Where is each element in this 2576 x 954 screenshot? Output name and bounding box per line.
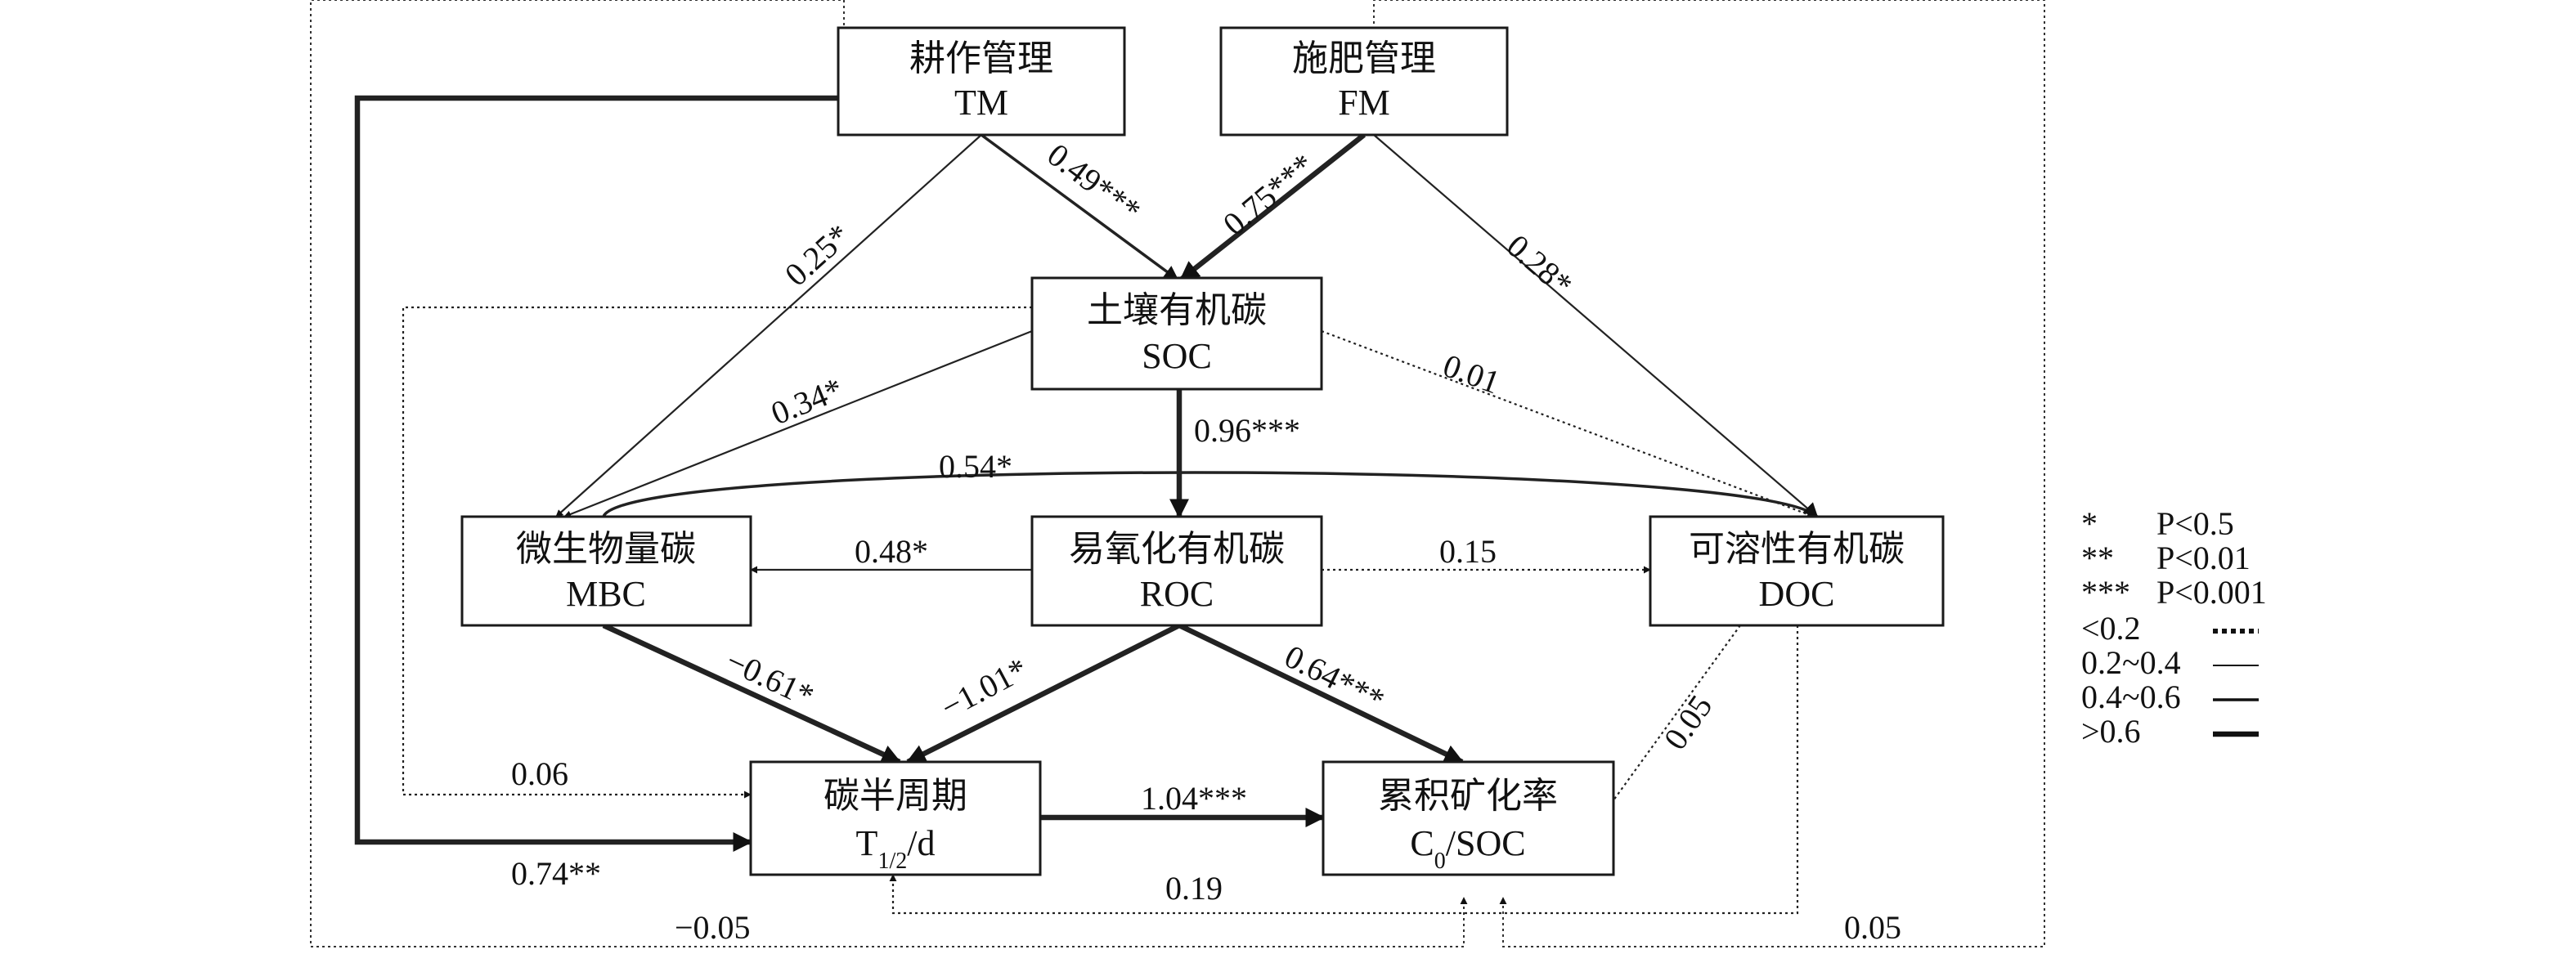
node-roc-cn: 易氧化有机碳	[1069, 529, 1285, 569]
legend-sig-3-stars: ***	[2081, 574, 2130, 611]
path-soc-half	[402, 306, 1032, 799]
path-doc-half	[889, 625, 1799, 915]
coef-tm-soc: 0.49***	[1041, 136, 1148, 229]
coef-roc-doc: 0.15	[1439, 533, 1497, 570]
node-roc: 易氧化有机碳 ROC	[1030, 515, 1323, 627]
path-tm-half	[354, 95, 838, 852]
path-tm-cum-loop	[310, 0, 1468, 947]
path-soc-mbc	[563, 329, 1033, 518]
node-cum-cn: 累积矿化率	[1378, 776, 1558, 816]
coef-soc-roc: 0.96***	[1194, 412, 1300, 449]
legend-width-4-label: >0.6	[2081, 713, 2141, 750]
node-fm-en: FM	[1338, 83, 1390, 123]
node-tm: 耕作管理 TM	[837, 26, 1126, 137]
coef-fm-cum: 0.05	[1844, 909, 1901, 946]
coef-tm-cum: −0.05	[675, 909, 751, 946]
path-tm-mbc	[555, 134, 982, 517]
node-mbc: 微生物量碳 MBC	[460, 515, 752, 627]
node-half-period: 碳半周期 T1/2/d	[749, 760, 1042, 876]
path-fm-doc	[1373, 134, 1818, 517]
coef-half-cum: 1.04***	[1141, 780, 1247, 817]
coef-soc-doc: 0.01	[1438, 347, 1505, 401]
node-half-en: T1/2/d	[856, 823, 936, 874]
coef-doc-cum: 0.05	[1657, 688, 1720, 756]
coef-fm-soc: 0.75***	[1216, 146, 1322, 243]
node-roc-en: ROC	[1140, 574, 1214, 614]
node-half-cn: 碳半周期	[824, 776, 967, 816]
path-doc-cum	[1606, 625, 1741, 810]
node-doc-cn: 可溶性有机碳	[1689, 529, 1905, 569]
coef-roc-half: −1.01*	[935, 650, 1034, 726]
node-soc: 土壤有机碳 SOC	[1030, 276, 1323, 391]
coef-doc-half: 0.19	[1165, 870, 1223, 907]
coef-soc-half: 0.06	[511, 755, 568, 792]
legend-sig-2-label: P<0.01	[2156, 540, 2251, 576]
coef-roc-mbc: 0.48*	[855, 533, 928, 570]
node-mbc-cn: 微生物量碳	[516, 529, 696, 569]
legend-sig-3-label: P<0.001	[2156, 574, 2267, 611]
node-soc-cn: 土壤有机碳	[1087, 290, 1267, 330]
legend: * P<0.5 ** P<0.01 *** P<0.001 <0.2 0.2~0…	[2081, 505, 2267, 750]
legend-sig-2-stars: **	[2081, 540, 2114, 576]
coef-mbc-doc: 0.54*	[939, 448, 1012, 485]
path-fm-cum-loop	[1373, 0, 2045, 947]
legend-width-3-label: 0.4~0.6	[2081, 679, 2181, 715]
node-soc-en: SOC	[1142, 336, 1212, 376]
path-mbc-doc	[602, 471, 1819, 518]
node-tm-en: TM	[954, 83, 1008, 123]
node-doc-en: DOC	[1759, 574, 1835, 614]
coef-soc-mbc: 0.34*	[766, 370, 848, 432]
legend-sig-1-stars: *	[2081, 505, 2098, 542]
node-cum-min: 累积矿化率 C0/SOC	[1322, 760, 1615, 876]
coef-fm-doc: 0.28*	[1500, 227, 1579, 303]
path-roc-half	[905, 623, 1181, 764]
node-fm: 施肥管理 FM	[1219, 26, 1509, 137]
coef-tm-half: 0.74**	[511, 855, 601, 892]
legend-width-2-label: 0.2~0.4	[2081, 644, 2181, 681]
node-doc: 可溶性有机碳 DOC	[1649, 515, 1945, 627]
path-roc-cum	[1178, 623, 1465, 764]
path-tm-soc	[980, 133, 1179, 281]
node-cum-en: C0/SOC	[1410, 823, 1525, 874]
legend-width-1-label: <0.2	[2081, 610, 2141, 647]
node-mbc-en: MBC	[566, 574, 646, 614]
coef-roc-cum: 0.64***	[1279, 638, 1390, 719]
path-fm-soc	[1178, 132, 1367, 282]
legend-sig-1-label: P<0.5	[2156, 505, 2234, 542]
node-tm-cn: 耕作管理	[909, 38, 1053, 78]
path-soc-doc	[1321, 329, 1815, 518]
node-fm-cn: 施肥管理	[1292, 38, 1436, 78]
path-mbc-half	[602, 623, 902, 764]
